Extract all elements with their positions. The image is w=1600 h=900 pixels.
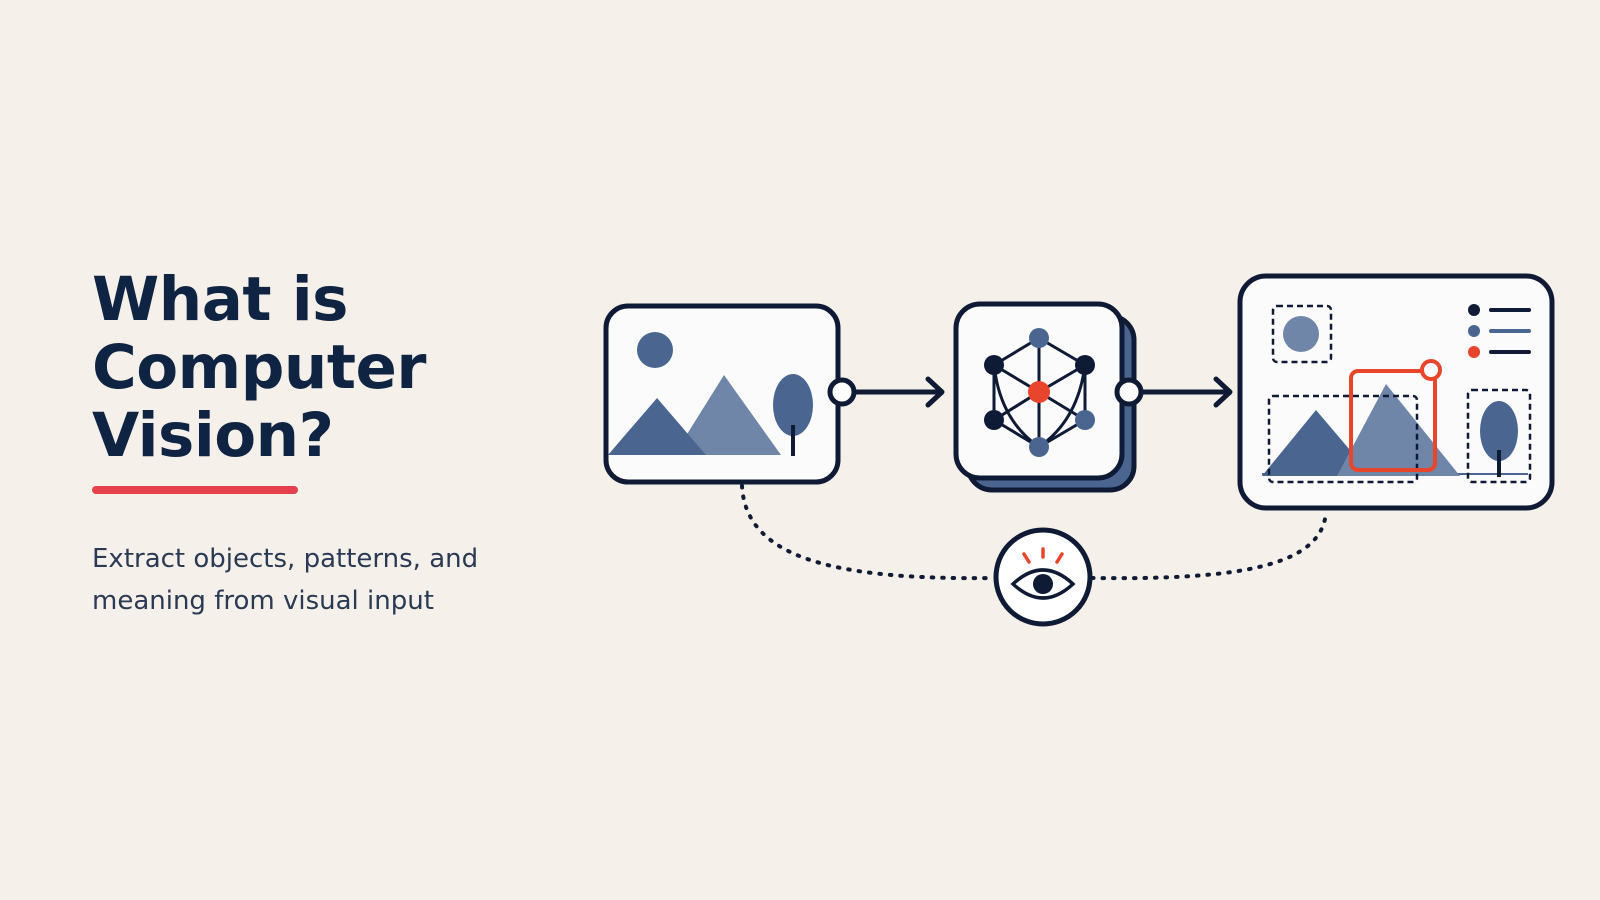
subtitle-line-1: Extract objects, patterns, and xyxy=(92,544,479,574)
output-port-1 xyxy=(827,377,857,407)
eye-icon xyxy=(1010,547,1076,600)
arrow-1 xyxy=(852,376,945,408)
title-line-1: What is xyxy=(92,264,348,335)
detection-output-card xyxy=(1237,273,1555,511)
input-image-card xyxy=(603,303,841,485)
eye-observer xyxy=(993,527,1093,627)
neural-network-card xyxy=(953,301,1137,493)
title-line-3: Vision? xyxy=(92,400,334,471)
title-line-2: Computer xyxy=(92,332,426,403)
image-landscape-icon xyxy=(608,332,813,456)
dotted-connector xyxy=(740,484,1328,581)
arrow-2 xyxy=(1139,376,1233,408)
page-title: What is Computer Vision? xyxy=(92,266,426,470)
object-detection-icon xyxy=(1262,304,1532,484)
output-port-2 xyxy=(1114,377,1144,407)
neural-network-icon xyxy=(984,328,1095,457)
subtitle-line-2: meaning from visual input xyxy=(92,586,434,616)
title-underline xyxy=(92,486,298,494)
subtitle: Extract objects, patterns, and meaning f… xyxy=(92,538,478,622)
